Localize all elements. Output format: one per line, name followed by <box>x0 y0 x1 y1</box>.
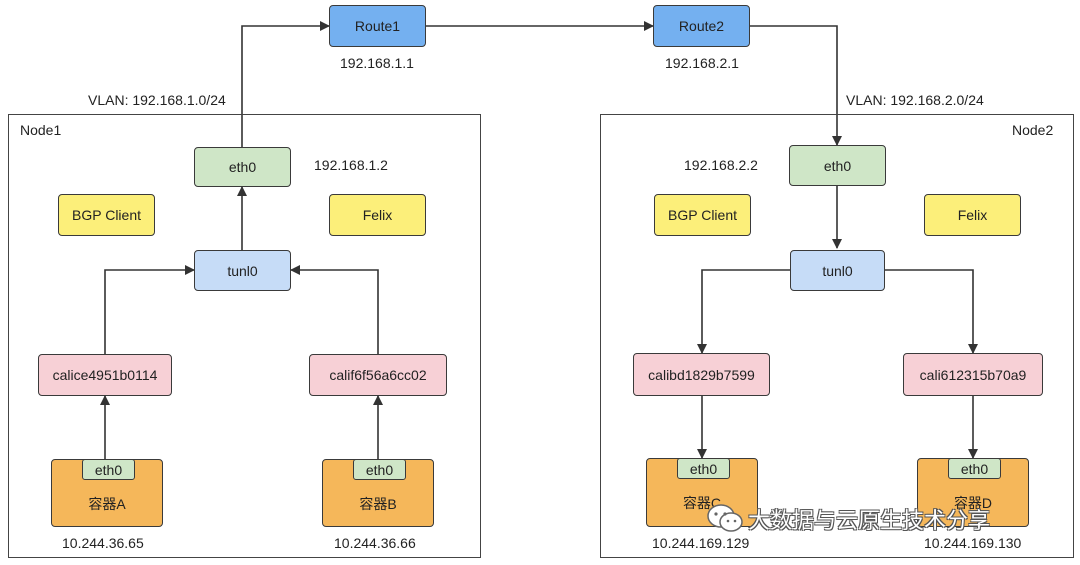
vlan-left-label: VLAN: 192.168.1.0/24 <box>88 92 226 108</box>
node1-cali-right-label: calif6f56a6cc02 <box>329 367 427 383</box>
route1-label: Route1 <box>354 18 401 34</box>
link-node1-cali-right-to-tunl0 <box>290 265 379 354</box>
node1-tunl0-label: tunl0 <box>227 262 258 279</box>
node1-frame <box>8 114 481 558</box>
node2-felix-label: Felix <box>957 207 988 223</box>
node2-bgp-client: BGP Client <box>654 194 751 236</box>
container-a-ip: 10.244.36.65 <box>62 535 144 551</box>
link-node1-eth0-to-route1 <box>241 21 330 147</box>
route1-ip: 192.168.1.1 <box>340 55 414 71</box>
node2-cali-left-label: calibd1829b7599 <box>648 366 755 383</box>
container-c-ip: 10.244.169.129 <box>652 535 750 551</box>
container-b-ip: 10.244.36.66 <box>334 535 416 551</box>
node1-bgp-client-label: BGP Client <box>72 207 141 223</box>
route2-ip: 192.168.2.1 <box>665 55 739 71</box>
node2-frame <box>600 114 1074 558</box>
route1-box: Route1 <box>329 5 426 47</box>
container-c: eth0 容器C <box>646 458 758 527</box>
container-a: eth0 容器A <box>51 459 163 527</box>
wechat-icon <box>707 504 743 532</box>
link-node2-tunl0-to-cali-right <box>885 269 978 354</box>
container-c-eth0: eth0 <box>677 458 730 479</box>
node1-felix: Felix <box>329 194 426 236</box>
link-route2-to-node2-eth0 <box>750 25 842 146</box>
container-b-name: 容器B <box>359 496 397 512</box>
container-c-name: 容器C <box>682 495 722 511</box>
node1-cali-right: calif6f56a6cc02 <box>309 354 447 396</box>
node2-cali-left: calibd1829b7599 <box>633 353 770 396</box>
link-node2-tunl0-to-cali-left <box>697 269 790 354</box>
node2-cali-right-label: cali612315b70a9 <box>919 366 1027 383</box>
node2-title: Node2 <box>1012 122 1054 138</box>
watermark-text: 大数据与云原生技术分享 <box>748 508 991 533</box>
node2-cali-right: cali612315b70a9 <box>903 353 1043 396</box>
vlan-right-label: VLAN: 192.168.2.0/24 <box>846 92 984 108</box>
route2-label: Route2 <box>678 18 725 34</box>
node2-bgp-client-label: BGP Client <box>668 207 737 223</box>
node2-tunl0: tunl0 <box>790 250 885 291</box>
node1-eth0-ip: 192.168.1.2 <box>314 157 388 173</box>
node2-eth0: eth0 <box>789 145 886 186</box>
node1-eth0: eth0 <box>194 147 291 187</box>
node1-cali-left-label: calice4951b0114 <box>52 367 158 383</box>
container-d-ip: 10.244.169.130 <box>924 535 1022 551</box>
node1-cali-left: calice4951b0114 <box>38 354 172 396</box>
node1-title: Node1 <box>20 122 62 138</box>
node1-tunl0: tunl0 <box>194 250 291 291</box>
container-d-eth0: eth0 <box>948 458 1001 479</box>
node1-eth0-label: eth0 <box>228 159 257 175</box>
node1-felix-label: Felix <box>362 207 393 223</box>
container-d: eth0 容器D <box>917 458 1029 527</box>
container-a-name: 容器A <box>88 496 126 512</box>
link-node1-cali-left-to-tunl0 <box>104 265 195 354</box>
container-b: eth0 容器B <box>322 459 434 527</box>
node2-eth0-label: eth0 <box>823 157 852 174</box>
container-b-eth0: eth0 <box>353 459 406 480</box>
container-a-eth0: eth0 <box>82 459 135 480</box>
node2-felix: Felix <box>924 194 1021 236</box>
node1-bgp-client: BGP Client <box>58 194 155 236</box>
route2-box: Route2 <box>653 5 750 47</box>
node2-eth0-ip: 192.168.2.2 <box>684 157 758 173</box>
node2-tunl0-label: tunl0 <box>822 262 853 279</box>
container-d-name: 容器D <box>953 495 993 511</box>
